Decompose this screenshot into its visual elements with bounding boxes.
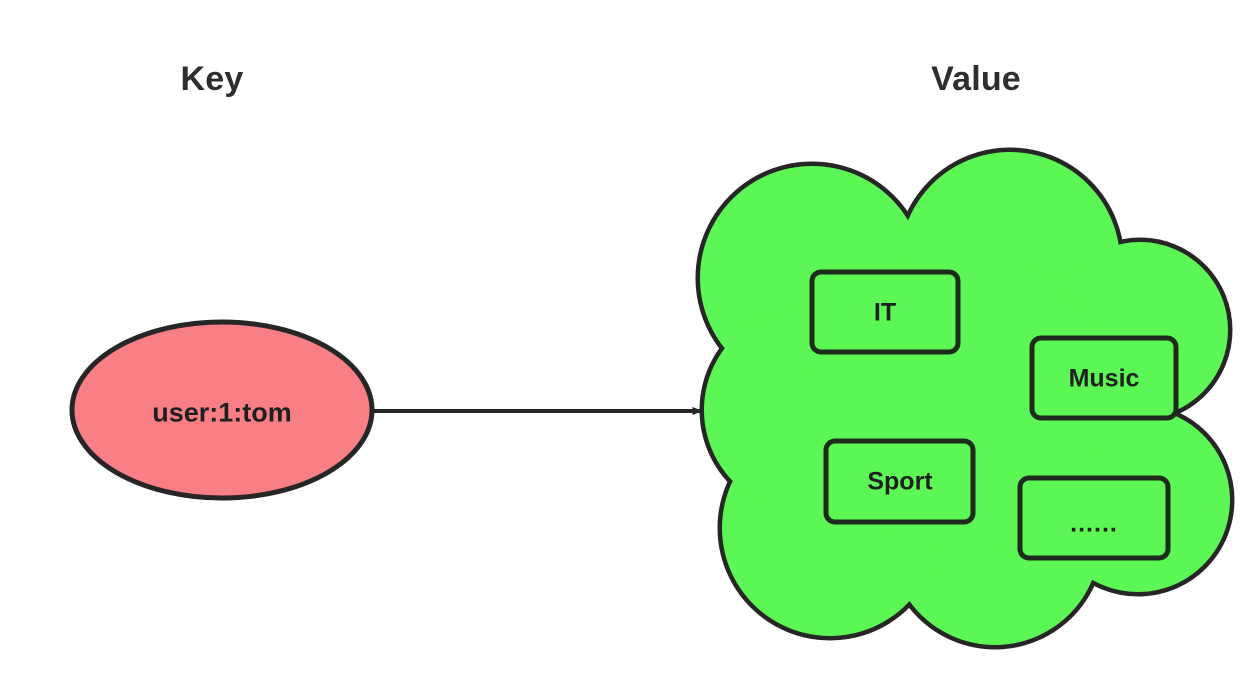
key-column-label: Key xyxy=(180,60,244,98)
key-node-ellipse[interactable] xyxy=(69,319,375,501)
value-chip-ellipsis[interactable] xyxy=(1017,475,1171,561)
value-chip-it[interactable] xyxy=(809,269,961,355)
value-column-label: Value xyxy=(931,60,1021,98)
key-node-label: user:1:tom xyxy=(152,397,292,428)
value-chip-label-it: IT xyxy=(873,298,897,327)
value-chip-sport[interactable] xyxy=(823,438,976,525)
value-chip-label-sport: Sport xyxy=(867,467,933,496)
value-chip-label-music: Music xyxy=(1068,364,1140,393)
value-chip-music[interactable] xyxy=(1029,335,1179,421)
value-chip-label-ellipsis: ...... xyxy=(1070,509,1118,538)
